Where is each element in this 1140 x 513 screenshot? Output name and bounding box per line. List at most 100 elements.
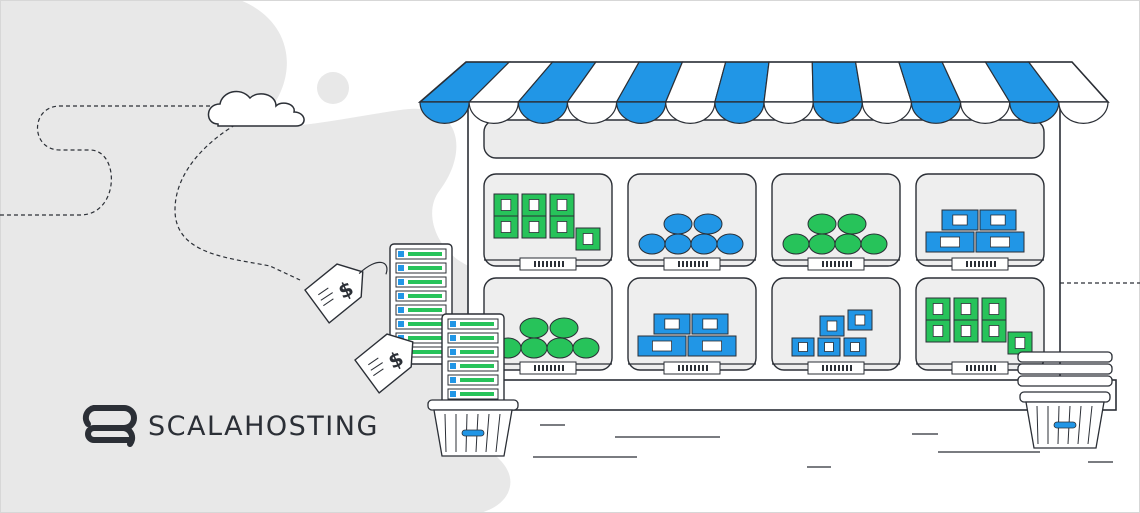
product-label: [960, 303, 972, 315]
awning-scallop: [566, 101, 618, 124]
product-label: [528, 221, 540, 233]
barcode-line: [974, 261, 976, 267]
price-tag-2: $: [354, 333, 414, 394]
server-led: [398, 279, 404, 285]
product-label: [826, 320, 838, 332]
barcode-line: [990, 365, 992, 371]
barcode-line: [554, 261, 556, 267]
barcode-line: [678, 365, 680, 371]
barcode-line: [682, 365, 684, 371]
barcode-line: [846, 261, 848, 267]
barcode-line: [986, 261, 988, 267]
barcode-line: [542, 365, 544, 371]
product-label: [960, 325, 972, 337]
barcode-line: [826, 261, 828, 267]
barcode-line: [546, 365, 548, 371]
background-dot: [317, 72, 349, 104]
barcode-line: [554, 365, 556, 371]
server-bar: [408, 336, 442, 340]
product-label: [824, 342, 834, 352]
shelf-cell: [915, 173, 1045, 271]
server-led: [450, 321, 456, 327]
barcode-line: [558, 261, 560, 267]
barcode-line: [686, 365, 688, 371]
product-label: [528, 199, 540, 211]
ground-lines: [533, 424, 1113, 468]
barcode-line: [974, 365, 976, 371]
barcode-line: [698, 365, 700, 371]
store-counter: [467, 379, 1117, 411]
barcode-line: [706, 261, 708, 267]
barcode-line: [538, 261, 540, 267]
stacked-basket-rim: [1017, 351, 1113, 363]
awning-scallop: [468, 101, 519, 124]
barcode-line: [822, 365, 824, 371]
server-bar: [460, 378, 494, 382]
barcode-line: [706, 365, 708, 371]
server-led: [450, 349, 456, 355]
shelf-cell: [627, 277, 757, 375]
barcode-line: [702, 261, 704, 267]
barcode-line: [838, 365, 840, 371]
store-sign-board: [483, 119, 1045, 159]
barcode-line: [822, 261, 824, 267]
server-led: [398, 265, 404, 271]
shopping-basket: [427, 399, 519, 457]
barcode-line: [830, 261, 832, 267]
barcode-line: [994, 261, 996, 267]
product-label: [652, 340, 673, 352]
shelf-cell: [771, 277, 901, 375]
server-bar: [460, 392, 494, 396]
awning-scallop: [763, 101, 814, 124]
awning-stripe: [763, 61, 814, 103]
product-label: [932, 325, 944, 337]
product-label: [702, 318, 718, 330]
barcode-line: [982, 261, 984, 267]
server-led: [398, 307, 404, 313]
stacked-basket-rim: [1017, 375, 1113, 387]
barcode-line: [538, 365, 540, 371]
barcode-line: [534, 365, 536, 371]
server-led: [398, 321, 404, 327]
barcode-line: [966, 261, 968, 267]
server-bar: [408, 280, 442, 284]
barcode-line: [982, 365, 984, 371]
shelf-cell: [483, 173, 613, 271]
awning-scallop: [1009, 101, 1060, 124]
barcode-line: [534, 261, 536, 267]
product-label: [932, 303, 944, 315]
server-bar: [408, 350, 442, 354]
barcode-line: [834, 261, 836, 267]
dashed-connection-line-2: [174, 124, 301, 281]
barcode-line: [970, 261, 972, 267]
barcode-line: [990, 261, 992, 267]
barcode-line: [978, 261, 980, 267]
server-bar: [460, 364, 494, 368]
cloud-icon: [207, 90, 305, 127]
product-label: [850, 342, 860, 352]
store-awning: [417, 61, 1110, 124]
server-rack: [389, 243, 453, 365]
product-label: [582, 233, 594, 245]
awning-scallop: [1058, 101, 1109, 124]
product-label: [988, 325, 1000, 337]
barcode-line: [694, 261, 696, 267]
barcode-line: [702, 365, 704, 371]
server-led: [398, 293, 404, 299]
product-label: [854, 314, 866, 326]
barcode-line: [562, 365, 564, 371]
shelf-cell: [771, 173, 901, 271]
product-label: [990, 236, 1011, 248]
barcode-line: [838, 261, 840, 267]
product-label: [664, 318, 680, 330]
server-bar: [408, 294, 442, 298]
server-led: [398, 251, 404, 257]
awning-scallop: [665, 101, 716, 124]
product-label: [1014, 337, 1026, 349]
shelf-cell: [915, 277, 1045, 375]
server-bar: [408, 252, 442, 256]
barcode-line: [690, 365, 692, 371]
barcode-line: [694, 365, 696, 371]
awning-scallop: [959, 101, 1011, 124]
barcode-line: [830, 365, 832, 371]
